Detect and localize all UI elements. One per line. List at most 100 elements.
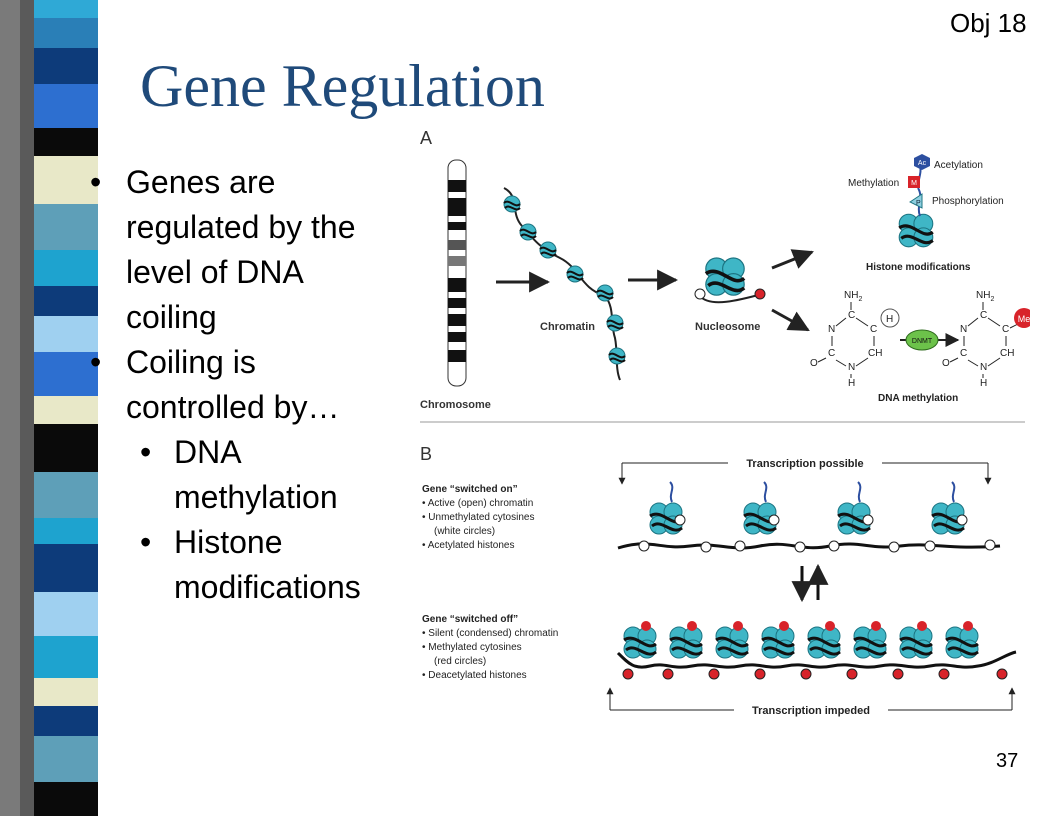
phosphorylation-marker-label: P	[916, 200, 921, 207]
bullet-item: • Genes are regulated by the level of DNA…	[90, 160, 400, 340]
chromatin-strand	[503, 187, 621, 381]
chromatin-nucleosome	[606, 314, 624, 332]
gene-off-item: • Deacetylated histones	[422, 670, 527, 681]
bullet-text: DNA methylation	[174, 434, 338, 515]
gene-on-title: Gene “switched on”	[422, 484, 518, 495]
methylation-label: Methylation	[848, 178, 899, 189]
methyl-group-label: Me	[1018, 314, 1030, 324]
atom-label: C	[848, 310, 855, 321]
subscript: 2	[858, 296, 862, 303]
decorative-stripe-bar	[0, 0, 120, 816]
nh2-text: NH	[976, 290, 990, 301]
dnmt-label: DNMT	[912, 338, 933, 345]
open-chromatin-nucleosome	[930, 481, 968, 536]
atom-label: N	[960, 324, 967, 335]
sub-bullet-item: • DNA methylation	[90, 430, 400, 520]
atom-label: C	[828, 348, 835, 359]
hydrogen-label: H	[886, 314, 893, 325]
transcription-possible-bracket	[618, 462, 992, 485]
bullet-dot: •	[140, 434, 152, 470]
atom-label: O	[942, 358, 950, 369]
gene-off-item: (red circles)	[434, 656, 486, 667]
unmethylated-cytosine	[694, 288, 706, 300]
methylated-cytosines	[622, 668, 1008, 680]
atom-label: N	[848, 362, 855, 373]
transcription-impeded-bracket	[606, 687, 1016, 711]
atom-label: H	[848, 378, 855, 389]
svg-text:NH2: NH2	[844, 290, 862, 303]
bullet-list: • Genes are regulated by the level of DNA…	[90, 160, 400, 610]
gene-on-item: • Active (open) chromatin	[422, 498, 533, 509]
page-number: 37	[996, 750, 1019, 772]
gene-on-item: • Acetylated histones	[422, 540, 514, 551]
methylcytosine-structure: NH2 N C C CH C N O H	[942, 290, 1019, 389]
nucleosome-label: Nucleosome	[695, 321, 760, 333]
atom-label: C	[1002, 324, 1009, 335]
bullet-text: Coiling is controlled by…	[126, 344, 340, 425]
cytosine-structure: NH2 N C C CH C N O H	[810, 290, 882, 389]
chromosome-diagram	[447, 159, 467, 387]
subscript: 2	[990, 296, 994, 303]
atom-label: H	[980, 378, 987, 389]
reversible-arrows	[791, 563, 829, 603]
nucleosome-diagram	[703, 256, 747, 298]
atom-label: CH	[1000, 348, 1014, 359]
atom-label: N	[980, 362, 987, 373]
chromatin-nucleosome	[539, 241, 557, 259]
nh2-text: NH	[844, 290, 858, 301]
open-chromatin-dna	[617, 542, 1001, 550]
bullet-dot: •	[90, 344, 102, 380]
unmethylated-cytosines	[638, 539, 996, 553]
bullet-dot: •	[90, 164, 102, 200]
methylated-cytosine	[754, 288, 766, 300]
bullet-item: • Coiling is controlled by…	[90, 340, 400, 430]
bullet-dot: •	[140, 524, 152, 560]
hydrogen-circle	[880, 308, 900, 328]
sub-bullet-item: • Histone modifications	[90, 520, 400, 610]
arrow	[771, 308, 810, 332]
condensed-chromatin-dna	[616, 650, 1017, 669]
bullet-text: Histone modifications	[174, 524, 361, 605]
arrow	[771, 249, 814, 270]
chromatin-nucleosome	[566, 265, 584, 283]
atom-label: C	[870, 324, 877, 335]
transcription-impeded-label: Transcription impeded	[752, 705, 870, 717]
dnmt-enzyme	[905, 329, 939, 351]
transcription-possible-label: Transcription possible	[746, 458, 863, 470]
svg-text:NH2: NH2	[976, 290, 994, 303]
phosphorylation-label: Phosphorylation	[932, 196, 1004, 207]
panel-a-label: A	[420, 128, 432, 148]
gene-on-item: (white circles)	[434, 526, 495, 537]
chromatin-nucleosome	[519, 223, 537, 241]
dna-methylation-label: DNA methylation	[878, 393, 958, 404]
objective-tag: Obj 18	[950, 8, 1027, 38]
atom-label: O	[810, 358, 818, 369]
chromatin-nucleosome	[596, 284, 614, 302]
methylation-marker-label: M	[911, 180, 917, 187]
gene-off-item: • Silent (condensed) chromatin	[422, 628, 558, 639]
chromosome-label: Chromosome	[420, 399, 491, 411]
atom-label: C	[980, 310, 987, 321]
gene-on-item: • Unmethylated cytosines	[422, 512, 534, 523]
slide-title: Gene Regulation	[140, 53, 545, 119]
acetylation-label: Acetylation	[934, 160, 983, 171]
open-chromatin-nucleosome	[648, 481, 686, 536]
atom-label: CH	[868, 348, 882, 359]
histone-modifications-label: Histone modifications	[866, 262, 971, 273]
bullet-text: Genes are regulated by the level of DNA …	[126, 164, 356, 335]
open-chromatin-nucleosome	[836, 481, 874, 536]
panel-b-label: B	[420, 444, 432, 464]
atom-label: N	[828, 324, 835, 335]
acetylation-marker-label: Ac	[918, 160, 927, 167]
open-chromatin-nucleosome	[742, 481, 780, 536]
chromatin-nucleosome	[608, 347, 626, 365]
histone-modifications-diagram: Ac M P	[897, 154, 935, 249]
atom-label: C	[960, 348, 967, 359]
condensed-chromatin-nucleosomes	[622, 621, 980, 660]
gene-regulation-figure: A Chromosome Chromatin Nucleosome Ac	[420, 128, 1030, 717]
gene-off-title: Gene “switched off”	[422, 614, 518, 625]
chromatin-label: Chromatin	[540, 321, 595, 333]
chromatin-nucleosome	[503, 195, 521, 213]
methyl-group-circle	[1014, 308, 1030, 328]
gene-off-item: • Methylated cytosines	[422, 642, 522, 653]
